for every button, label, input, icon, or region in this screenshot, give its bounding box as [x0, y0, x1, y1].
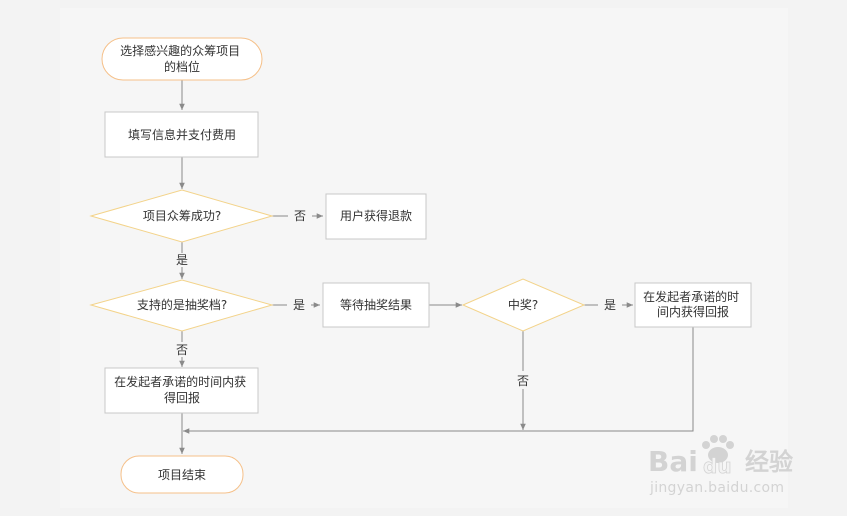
- node-start-label: 选择感兴趣的众筹项目 的档位: [120, 43, 244, 74]
- node-reward-win-line-1: 在发起者承诺的时: [643, 289, 739, 304]
- node-wait-draw-label: 等待抽奖结果: [340, 298, 412, 312]
- node-won: 中奖?: [461, 278, 586, 332]
- decision-shape: [89, 189, 274, 243]
- node-end: 项目结束: [120, 455, 244, 494]
- node-reward-win: 在发起者承诺的时 间内获得回报: [634, 282, 752, 328]
- process-shape: [104, 367, 259, 414]
- edge-label-yes-won: 是: [604, 298, 616, 312]
- node-start-line-1: 选择感兴趣的众筹项目: [120, 43, 240, 58]
- node-lottery-tier: 支持的是抽奖档?: [89, 279, 274, 332]
- edge-label-no-won: 否: [517, 374, 529, 388]
- node-wait-draw: 等待抽奖结果: [322, 282, 430, 328]
- process-shape: [634, 282, 752, 328]
- nodes: 选择感兴趣的众筹项目 的档位 填写信息并支付费用 项目众筹成功? 用户获得退款 …: [89, 37, 752, 494]
- process-shape: [104, 111, 259, 158]
- node-won-label: 中奖?: [508, 297, 538, 312]
- node-reward-normal-label: 在发起者承诺的时间内获 得回报: [114, 374, 250, 405]
- process-shape: [325, 193, 427, 240]
- process-shape: [322, 282, 430, 328]
- node-end-label: 项目结束: [158, 468, 206, 482]
- node-reward-normal-line-1: 在发起者承诺的时间内获: [114, 374, 246, 389]
- node-reward-normal-line-2: 得回报: [164, 390, 200, 405]
- edge-label-no-lottery: 否: [176, 343, 188, 357]
- node-reward-win-label: 在发起者承诺的时 间内获得回报: [643, 289, 743, 319]
- edges: [182, 80, 694, 454]
- decision-shape: [89, 279, 274, 332]
- node-refund-label: 用户获得退款: [340, 208, 412, 223]
- node-fill-info-label: 填写信息并支付费用: [128, 127, 236, 142]
- diagram-panel: [60, 8, 788, 508]
- edge-reward-win-to-merge: [183, 327, 694, 434]
- terminal-shape: [120, 455, 244, 494]
- node-lottery-tier-label: 支持的是抽奖档?: [137, 297, 227, 312]
- edge-label-no-refund: 否: [294, 209, 306, 223]
- baidu-jingyan-watermark: Bai du 经验 jingyan.baidu.com: [648, 435, 793, 496]
- node-start: 选择感兴趣的众筹项目 的档位: [101, 37, 263, 81]
- edge-label-yes-success: 是: [176, 253, 188, 267]
- edge-label-yes-lottery: 是: [293, 298, 305, 312]
- node-reward-win-line-2: 间内获得回报: [657, 304, 729, 319]
- node-fill-info: 填写信息并支付费用: [104, 111, 259, 158]
- node-refund: 用户获得退款: [325, 193, 427, 240]
- edge-labels: 否 是 是 是 否 否: [176, 209, 616, 388]
- node-crowdfund-success: 项目众筹成功?: [89, 189, 274, 243]
- watermark-url: jingyan.baidu.com: [649, 480, 784, 496]
- watermark-brand: Bai: [648, 445, 698, 478]
- terminal-shape: [101, 37, 263, 81]
- node-crowdfund-success-label: 项目众筹成功?: [143, 209, 221, 223]
- watermark-brand-tail: du: [703, 454, 732, 478]
- node-start-line-2: 的档位: [164, 59, 200, 74]
- decision-shape: [461, 278, 586, 332]
- watermark-suffix: 经验: [745, 448, 793, 476]
- node-reward-normal: 在发起者承诺的时间内获 得回报: [104, 367, 259, 414]
- paw-icon: [702, 435, 734, 463]
